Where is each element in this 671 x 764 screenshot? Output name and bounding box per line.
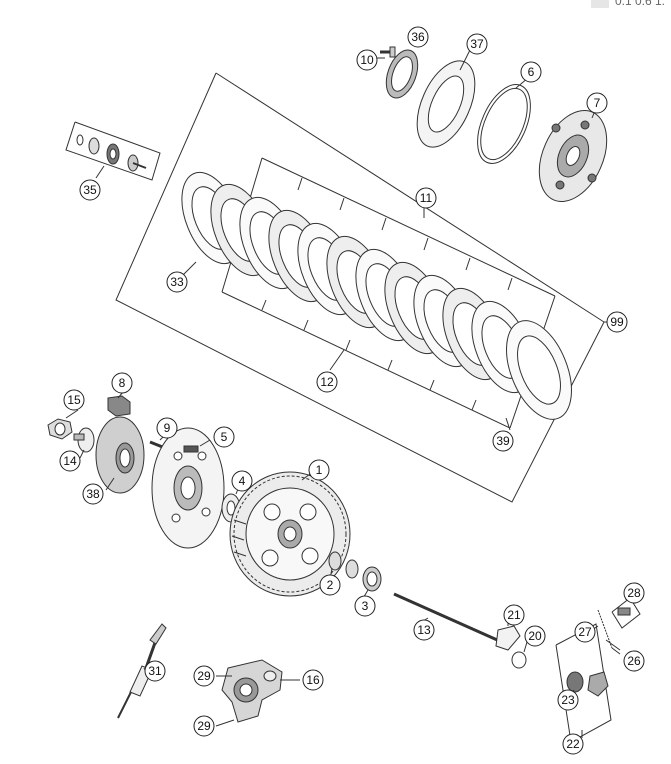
callout-label-37: 37 <box>470 37 484 51</box>
callout-label-13: 13 <box>417 623 431 637</box>
callout-circle-20 <box>524 625 546 647</box>
bushing-2 <box>328 551 359 579</box>
callout-label-8: 8 <box>119 376 126 390</box>
bolt-10 <box>380 46 396 58</box>
callout-circle-28 <box>623 582 645 604</box>
callout-circle-15 <box>63 389 85 411</box>
callout-circle-37 <box>466 33 488 55</box>
washer-disc-37 <box>416 60 476 148</box>
scale-indicator: 0.1 0.6 1. <box>590 0 665 8</box>
callout-circle-27 <box>574 621 596 643</box>
callout-label-39: 39 <box>496 434 510 448</box>
lever-26 <box>605 639 621 651</box>
callout-label-2: 2 <box>327 578 334 592</box>
push-rod-13 <box>393 592 505 645</box>
callout-label-29: 29 <box>197 719 211 733</box>
callout-circle-1 <box>308 459 330 481</box>
callout-circle-36 <box>407 26 429 48</box>
callout-label-14: 14 <box>63 454 77 468</box>
callout-circle-14 <box>59 450 81 472</box>
callout-label-15: 15 <box>67 393 81 407</box>
callout-label-29: 29 <box>197 669 211 683</box>
spring-27 <box>597 609 613 649</box>
callout-label-4: 4 <box>239 474 246 488</box>
thrust-bearing-36 <box>385 49 419 99</box>
callout-circle-6 <box>520 61 542 83</box>
pressure-cap-7 <box>538 109 608 203</box>
callout-label-16: 16 <box>306 673 320 687</box>
scale-text: 0.1 0.6 1. <box>614 0 665 8</box>
outer-basket-1 <box>229 471 351 597</box>
callout-label-20: 20 <box>528 629 542 643</box>
small-parts-35 <box>65 121 161 181</box>
actuator-housing <box>221 659 283 723</box>
scale-swatch <box>590 0 609 8</box>
callout-circle-11 <box>415 187 437 209</box>
callout-label-12: 12 <box>320 375 334 389</box>
callout-label-38: 38 <box>86 487 100 501</box>
callout-label-6: 6 <box>528 65 535 79</box>
callout-circle-29 <box>193 715 215 737</box>
cartridge-28 <box>611 597 641 629</box>
callout-circle-39 <box>492 430 514 452</box>
nut-15 <box>47 418 73 440</box>
callout-label-1: 1 <box>316 463 323 477</box>
callout-label-35: 35 <box>83 183 97 197</box>
callout-label-5: 5 <box>221 430 228 444</box>
callout-label-3: 3 <box>362 599 369 613</box>
callout-label-23: 23 <box>561 693 575 707</box>
callout-label-21: 21 <box>507 608 521 622</box>
callout-circle-99 <box>606 311 628 333</box>
callout-circle-38 <box>82 483 104 505</box>
callout-circle-2 <box>319 574 341 596</box>
callout-circle-7 <box>586 92 608 114</box>
callout-circle-21 <box>503 604 525 626</box>
callout-circle-5 <box>213 426 235 448</box>
callout-circle-33 <box>166 271 188 293</box>
callout-label-36: 36 <box>411 30 425 44</box>
lock-washer-14 <box>73 427 95 453</box>
callout-circle-9 <box>156 417 178 439</box>
callout-label-11: 11 <box>420 191 433 205</box>
callout-label-10: 10 <box>360 53 374 67</box>
callout-label-33: 33 <box>170 275 184 289</box>
clutch-plate-stack <box>181 171 572 420</box>
callout-label-7: 7 <box>594 96 601 110</box>
callout-label-26: 26 <box>627 654 641 668</box>
callout-circle-13 <box>413 619 435 641</box>
callout-circle-26 <box>623 650 645 672</box>
callout-circle-3 <box>354 595 376 617</box>
damper-block-8 <box>107 395 131 417</box>
inner-hub-5 <box>151 427 225 549</box>
callout-circle-16 <box>302 669 324 691</box>
callouts-layer: 1234567891011121314151620212223262728292… <box>59 26 645 755</box>
callout-circle-22 <box>562 733 584 755</box>
callout-circle-8 <box>111 372 133 394</box>
callout-label-28: 28 <box>627 586 641 600</box>
callout-label-31: 31 <box>148 664 162 678</box>
callout-circle-23 <box>557 689 579 711</box>
o-ring-20 <box>511 651 527 669</box>
bracket-99 <box>115 72 605 503</box>
callout-circle-29 <box>193 665 215 687</box>
retaining-ring-6 <box>477 84 531 164</box>
callout-circle-31 <box>144 660 166 682</box>
callout-circle-35 <box>79 179 101 201</box>
callout-circle-10 <box>356 49 378 71</box>
hub-38 <box>95 416 145 494</box>
callout-label-22: 22 <box>566 737 580 751</box>
spacer-3 <box>362 566 382 592</box>
callout-label-27: 27 <box>578 625 592 639</box>
callout-circle-4 <box>231 470 253 492</box>
callout-label-9: 9 <box>164 421 171 435</box>
callout-circle-12 <box>316 371 338 393</box>
callout-label-99: 99 <box>610 315 624 329</box>
gasket-21 <box>495 625 521 651</box>
